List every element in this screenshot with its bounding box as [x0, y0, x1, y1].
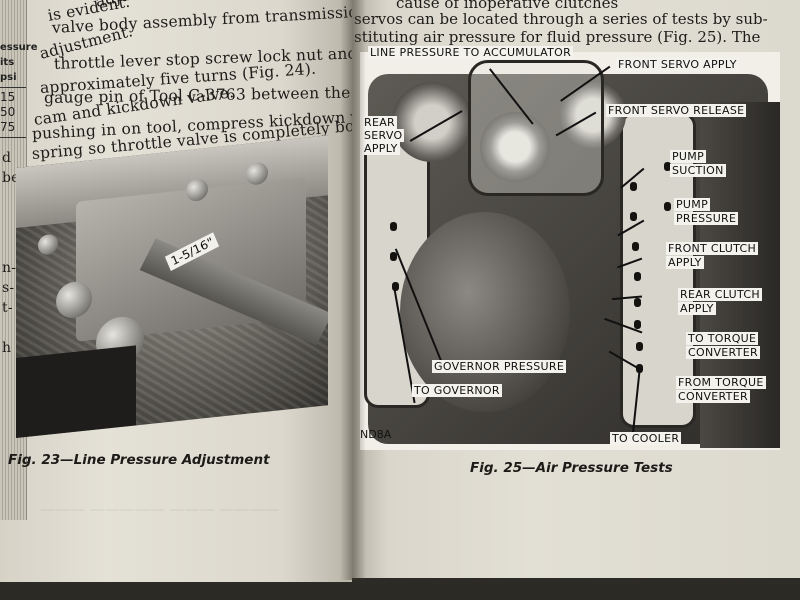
label-front-servo-release: FRONT SERVO RELEASE — [606, 104, 747, 117]
label-to-torque-converter: TO TORQUE — [686, 332, 759, 345]
line-pressure-adjustment-photo: 1-5/16" — [16, 135, 328, 439]
table-value: 15 — [0, 90, 16, 104]
margin-fragment: t- — [2, 300, 13, 316]
label-rear-clutch-apply: APPLY — [678, 302, 716, 315]
rear-servo-bore — [392, 82, 472, 162]
accumulator-plate — [468, 60, 604, 196]
label-pump-suction: PUMP — [670, 150, 707, 163]
figure-23-caption: Fig. 23—Line Pressure Adjustment — [8, 452, 270, 468]
label-rear-servo-apply: SERVO — [362, 129, 405, 142]
table-value: 75 — [0, 120, 16, 134]
label-to-torque-converter: CONVERTER — [686, 346, 760, 359]
bleed-through-text: ——— ————— ——— ———— — [40, 500, 280, 518]
label-rear-servo-apply: APPLY — [362, 142, 400, 155]
body-line: stituting air pressure for fluid pressur… — [354, 28, 761, 46]
label-from-torque-converter: FROM TORQUE — [676, 376, 766, 389]
margin-fragment: d — [2, 150, 12, 166]
label-front-clutch-apply: FRONT CLUTCH — [666, 242, 759, 255]
valve-body-diagram: LINE PRESSURE TO ACCUMULATOR FRONT SERVO… — [360, 46, 780, 450]
margin-fragment: n- — [2, 260, 17, 276]
table-value: 50 — [0, 105, 16, 119]
diagram-code: ND8A — [360, 428, 392, 441]
pressure-table-fragment: essure its psi 15 50 75 — [0, 40, 38, 140]
label-front-servo-apply: FRONT SERVO APPLY — [616, 58, 739, 71]
body-line: servos can be located through a series o… — [354, 10, 768, 28]
label-rear-servo-apply: REAR — [362, 116, 397, 129]
label-pump-pressure: PUMP — [674, 198, 711, 211]
label-from-torque-converter: CONVERTER — [676, 390, 750, 403]
label-rear-clutch-apply: REAR CLUTCH — [678, 288, 762, 301]
label-pump-pressure: PRESSURE — [674, 212, 739, 225]
left-page: essure its psi 15 50 75 d be n- s- t- h … — [0, 0, 352, 582]
figure-25-caption: Fig. 25—Air Pressure Tests — [470, 460, 673, 476]
margin-fragment: h — [2, 340, 12, 356]
label-front-clutch-apply: APPLY — [666, 256, 704, 269]
body-line: cause of inoperative clutches — [396, 0, 619, 12]
front-servo-bore — [480, 112, 550, 182]
label-to-governor: TO GOVERNOR — [412, 384, 502, 397]
table-header-2: its psi — [0, 57, 17, 83]
clutch-drum — [400, 212, 570, 412]
margin-fragment: be — [2, 170, 20, 186]
table-header-1: essure — [0, 42, 38, 53]
label-pump-suction: SUCTION — [670, 164, 726, 177]
label-to-cooler: TO COOLER — [610, 432, 682, 445]
label-line-pressure-to-accumulator: LINE PRESSURE TO ACCUMULATOR — [368, 46, 574, 59]
margin-fragment: s- — [2, 280, 15, 296]
book-gutter — [340, 0, 366, 580]
label-governor-pressure: GOVERNOR PRESSURE — [432, 360, 567, 373]
